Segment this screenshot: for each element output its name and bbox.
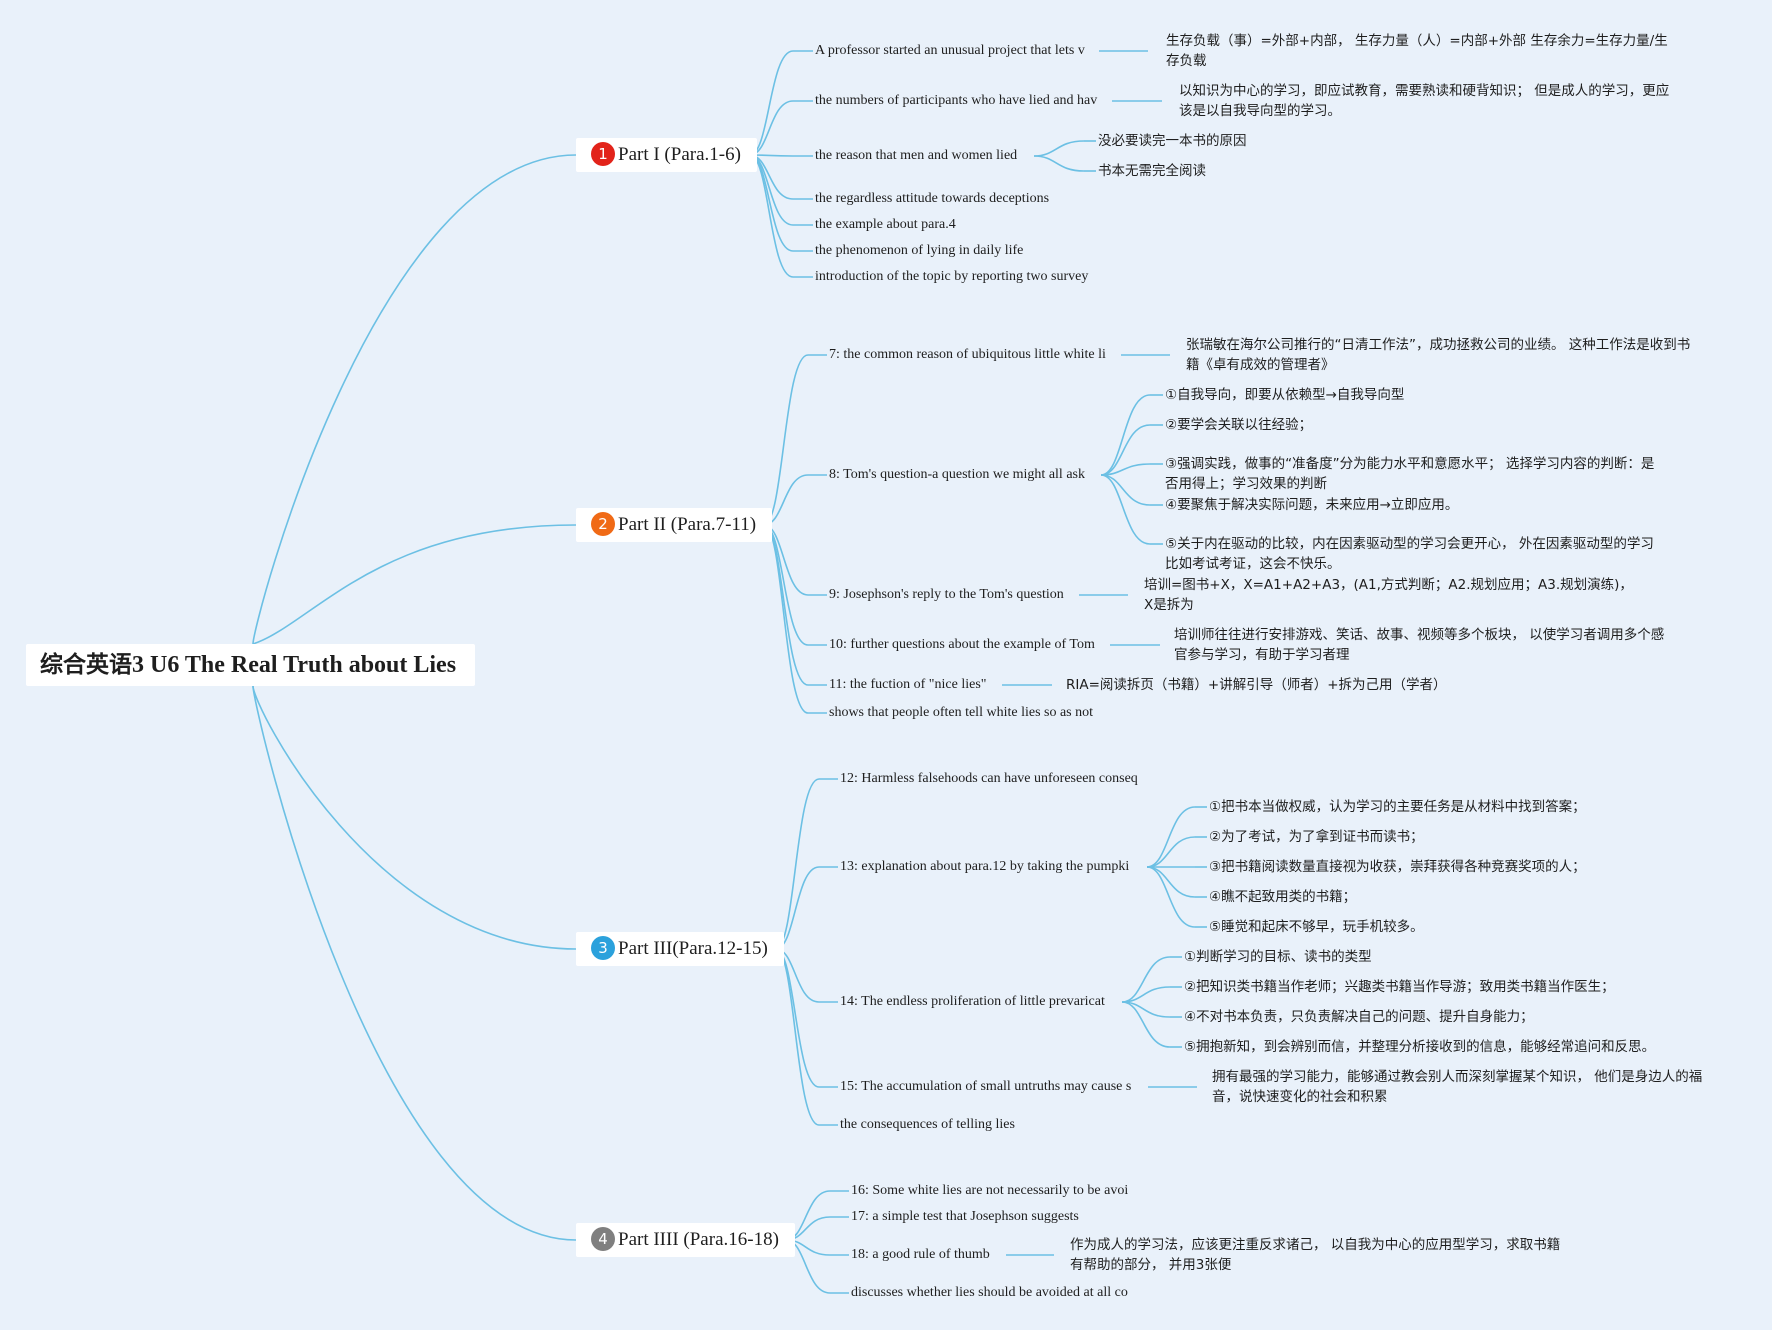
sub-note-text: ①自我导向，即要从依赖型→自我导向型 [1165, 387, 1405, 403]
sub-branch-line [1100, 463, 1151, 476]
part-3-branch-line [775, 948, 820, 1126]
sub-note-text: ①判断学习的目标、读书的类型 [1184, 949, 1372, 965]
topic-item[interactable]: 16: Some white lies are not necessarily … [851, 1183, 1129, 1198]
root-to-part-3-line [252, 685, 577, 950]
sub-note-text: ④不对书本负责，只负责解决自己的问题、提升自身能力； [1184, 1009, 1534, 1025]
part-2-branch-line [763, 354, 809, 526]
sub-note-text: 书本无需完全阅读 [1098, 163, 1206, 179]
sub-note-text: ⑤睡觉和起床不够早，玩手机较多。 [1209, 919, 1424, 935]
sub-branch-line [1100, 424, 1151, 476]
sub-note-text: ③把书籍阅读数量直接视为收获，崇拜获得各种竞赛奖项的人； [1209, 859, 1586, 875]
topic-item[interactable]: discusses whether lies should be avoided… [851, 1285, 1128, 1300]
note-text: 培训师往往进行安排游戏、笑话、故事、视频等多个板块， 以使学习者调用多个感官参与… [1174, 627, 1665, 663]
part-label: Part III(Para.12-15) [618, 938, 768, 959]
part-1-branch-line [749, 154, 794, 278]
sub-note-text: ②为了考试，为了拿到证书而读书； [1209, 829, 1424, 845]
note-text: 作为成人的学习法，应该更注重反求诸己， 以自我为中心的应用型学习，求取书籍有帮助… [1070, 1237, 1561, 1273]
sub-branch-line [1146, 866, 1196, 898]
sub-branch-line [1100, 474, 1151, 545]
sub-note-text: ⑤关于内在驱动的比较，内在因素驱动型的学习会更开心， 外在因素驱动型的学习比如考… [1165, 536, 1654, 572]
number-badge-icon: 3 [591, 935, 615, 960]
root-to-part-1-line [252, 154, 577, 645]
topic-item[interactable]: 7: the common reason of ubiquitous littl… [829, 347, 1106, 362]
sub-note-text: ①把书本当做权威，认为学习的主要任务是从材料中找到答案； [1209, 799, 1586, 815]
sub-branch-line [1146, 806, 1196, 868]
root-topic[interactable]: 综合英语3 U6 The Real Truth about Lies [26, 644, 475, 686]
topic-item[interactable]: 11: the fuction of "nice lies" [829, 677, 987, 692]
sub-note-text: ⑤拥抱新知，到会辨别而信，并整理分析接收到的信息，能够经常追问和反思。 [1184, 1039, 1656, 1055]
sub-branch-line [1100, 474, 1151, 506]
topic-item[interactable]: 18: a good rule of thumb [851, 1247, 990, 1262]
topic-item[interactable]: 13: explanation about para.12 by taking … [840, 859, 1130, 874]
topic-item[interactable]: 8: Tom's question-a question we might al… [829, 467, 1085, 482]
topic-item[interactable]: introduction of the topic by reporting t… [815, 269, 1089, 284]
number-badge-icon: 2 [591, 511, 615, 536]
part-3-branch-line [775, 948, 820, 1088]
sub-note-text: ④瞧不起致用类的书籍； [1209, 889, 1357, 905]
sub-note-text: ②把知识类书籍当作老师；兴趣类书籍当作导游；致用类书籍当作医生； [1184, 979, 1615, 995]
sub-branch-line [1121, 1001, 1171, 1048]
sub-branch-line [1146, 866, 1196, 928]
sub-branch-line [1121, 956, 1171, 1003]
part-label: Part II (Para.7-11) [618, 514, 757, 535]
topic-item[interactable]: A professor started an unusual project t… [815, 43, 1085, 58]
root-title-en: 3 U6 The Real Truth about Lies [132, 652, 457, 678]
root-title-zh: 综合英语 [40, 652, 132, 678]
sub-note-text: ④要聚焦于解决实际问题，未来应用→立即应用。 [1165, 497, 1459, 513]
topic-item[interactable]: shows that people often tell white lies … [829, 705, 1094, 720]
part-label: Part I (Para.1-6) [618, 144, 741, 165]
sub-note-text: ②要学会关联以往经验； [1165, 417, 1313, 433]
topic-item[interactable]: the phenomenon of lying in daily life [815, 243, 1024, 258]
note-text: 张瑞敏在海尔公司推行的“日清工作法”，成功拯救公司的业绩。 这种工作法是收到书籍… [1186, 337, 1691, 373]
topic-item[interactable]: the reason that men and women lied [815, 148, 1018, 163]
part-3-branch-line [775, 778, 820, 950]
topic-item[interactable]: the example about para.4 [815, 217, 956, 232]
sub-branch-line [1100, 394, 1151, 476]
root-to-part-4-line [252, 685, 577, 1241]
topic-item[interactable]: the regardless attitude towards deceptio… [815, 191, 1050, 206]
sub-note-text: ③强调实践，做事的“准备度”分为能力水平和意愿水平； 选择学习内容的判断：是否用… [1165, 456, 1655, 492]
root-to-part-2-line [252, 524, 577, 645]
topic-item[interactable]: 15: The accumulation of small untruths m… [840, 1079, 1132, 1094]
number-badge-icon: 4 [591, 1226, 615, 1251]
number-badge-icon: 1 [591, 141, 615, 166]
topic-item[interactable]: 9: Josephson's reply to the Tom's questi… [829, 587, 1064, 602]
note-text: 以知识为中心的学习，即应试教育，需要熟读和硬背知识； 但是成人的学习，更应该是以… [1179, 83, 1670, 119]
part-label: Part IIII (Para.16-18) [618, 1229, 779, 1250]
note-text: 拥有最强的学习能力，能够通过教会别人而深刻掌握某个知识， 他们是身边人的福音，说… [1212, 1069, 1703, 1105]
sub-branch-line [1146, 836, 1196, 868]
topic-item[interactable]: 10: further questions about the example … [829, 637, 1095, 652]
note-text: 培训=图书+X，X=A1+A2+A3，(A1,方式判断；A2.规划应用；A3.规… [1144, 577, 1633, 613]
topic-item[interactable]: the consequences of telling lies [840, 1117, 1015, 1132]
topic-item[interactable]: the numbers of participants who have lie… [815, 93, 1098, 108]
topic-item[interactable]: 14: The endless proliferation of little … [840, 994, 1105, 1009]
note-text: 生存负载（事）=外部+内部， 生存力量（人）=内部+外部 生存余力=生存力量/生… [1166, 33, 1668, 69]
sub-branch-line [1033, 155, 1085, 172]
topic-item[interactable]: 17: a simple test that Josephson suggest… [851, 1209, 1079, 1224]
sub-branch-line [1033, 140, 1085, 157]
part-2-branch-line [763, 524, 809, 686]
sub-note-text: 没必要读完一本书的原因 [1098, 133, 1247, 149]
topic-item[interactable]: 12: Harmless falsehoods can have unfores… [840, 771, 1138, 786]
note-text: RIA=阅读拆页（书籍）+讲解引导（师者）+拆为己用（学者） [1066, 677, 1447, 693]
